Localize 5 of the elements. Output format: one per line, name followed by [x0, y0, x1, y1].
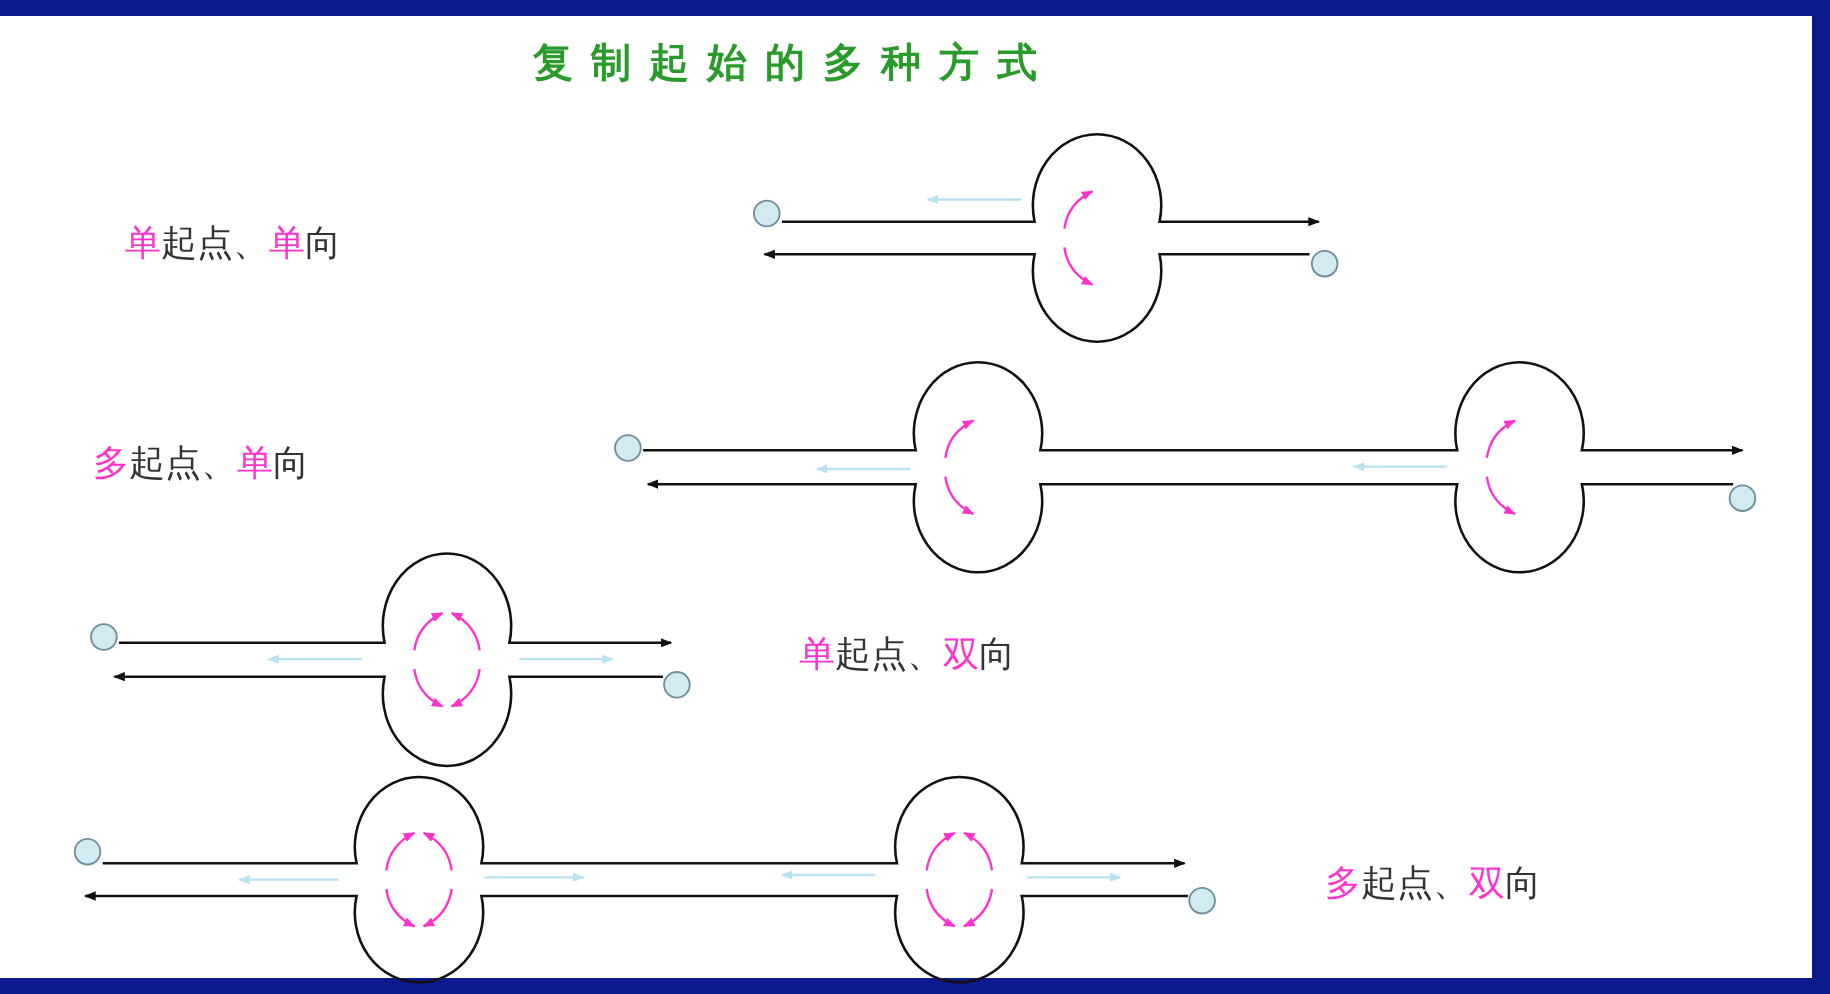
mode-label: 多起点、双向	[1324, 865, 1541, 902]
mode-label: 单起点、双向	[799, 635, 1016, 672]
heading: 复制起始的多种方式	[532, 42, 1055, 82]
mode-label: 单起点、单向	[124, 224, 341, 261]
mode-label: 多起点、单向	[93, 445, 310, 482]
